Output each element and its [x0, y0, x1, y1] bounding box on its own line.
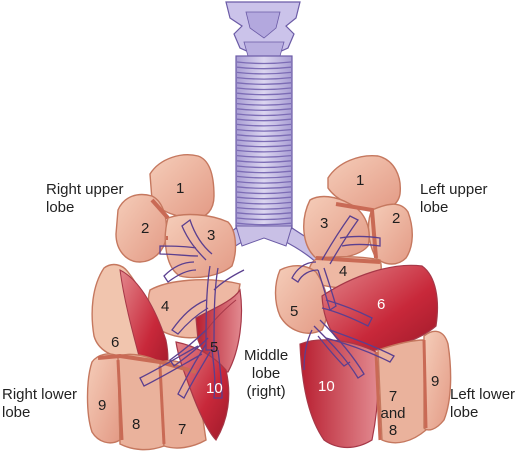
tracheal-ring: [236, 154, 292, 158]
tracheal-ring: [236, 149, 292, 153]
label-right-upper-lobe: Right upper lobe: [46, 181, 124, 216]
tracheal-ring: [236, 134, 292, 137]
segment-left-9: 9: [431, 373, 440, 390]
tracheal-ring: [236, 160, 292, 163]
tracheal-ring: [236, 144, 292, 148]
tracheal-ring: [236, 217, 292, 221]
tracheal-ring: [236, 102, 292, 106]
segment-right-4: 4: [161, 298, 170, 315]
tracheal-ring: [236, 113, 292, 117]
tracheal-ring: [236, 82, 292, 85]
segment-right-8: 8: [132, 416, 141, 433]
segment-left-6: 6: [377, 296, 386, 313]
bronchial-tree-right: [139, 218, 245, 399]
tracheal-ring: [236, 206, 292, 210]
tracheal-ring: [236, 180, 292, 184]
tracheal-ring: [236, 61, 292, 65]
segment-left-4: 4: [339, 263, 348, 280]
tracheal-ring: [236, 87, 292, 91]
segment-right-1: 1: [176, 180, 185, 197]
larynx: [225, 1, 301, 57]
segment-right-2: 2: [141, 220, 150, 237]
left-lower-lobe: [299, 264, 452, 449]
segment-right-9: 9: [98, 397, 107, 414]
label-right-lower-lobe: Right lower lobe: [2, 386, 78, 421]
right-upper-lobe: [115, 154, 237, 279]
label-left-lower-lobe: Left lower lobe: [450, 386, 516, 421]
right-lower-lobe: [86, 263, 230, 451]
tracheal-ring: [236, 165, 292, 169]
segment-left-10: 10: [318, 378, 335, 395]
label-left-upper-lobe: Left upper lobe: [420, 181, 488, 216]
tracheal-ring: [236, 212, 292, 215]
tracheal-ring: [236, 139, 292, 143]
segment-left-5: 5: [290, 303, 299, 320]
tracheal-ring: [236, 76, 292, 80]
segment-left-2: 2: [392, 210, 401, 227]
segment-right-3: 3: [207, 227, 216, 244]
tracheal-ring: [236, 186, 292, 189]
segment-left-7-and-8: 7 and 8: [380, 388, 406, 439]
tracheal-ring: [236, 97, 292, 101]
tracheal-ring: [236, 123, 292, 127]
tracheal-ring: [236, 222, 292, 226]
segment-right-7: 7: [178, 421, 187, 438]
bronchial-tree-left: [291, 215, 395, 379]
label-middle-lobe: Middle lobe (right): [244, 347, 289, 400]
right-middle-lobe: [147, 279, 243, 373]
segment-right-6: 6: [111, 334, 120, 351]
tracheal-ring: [236, 128, 292, 132]
tracheal-ring: [236, 196, 292, 200]
tracheal-ring: [236, 118, 292, 122]
tracheal-ring: [236, 201, 292, 205]
tracheal-ring: [236, 66, 292, 70]
left-upper-lobe: [274, 155, 413, 334]
segment-left-1: 1: [356, 172, 365, 189]
tracheal-ring: [236, 170, 292, 174]
tracheal-ring: [236, 191, 292, 195]
segment-right-5: 5: [210, 339, 219, 356]
segment-left-3: 3: [320, 215, 329, 232]
tracheal-ring: [236, 175, 292, 179]
tracheal-ring: [236, 92, 292, 96]
segment-right-10: 10: [206, 380, 223, 397]
tracheal-ring: [236, 108, 292, 111]
tracheal-ring: [236, 71, 292, 75]
